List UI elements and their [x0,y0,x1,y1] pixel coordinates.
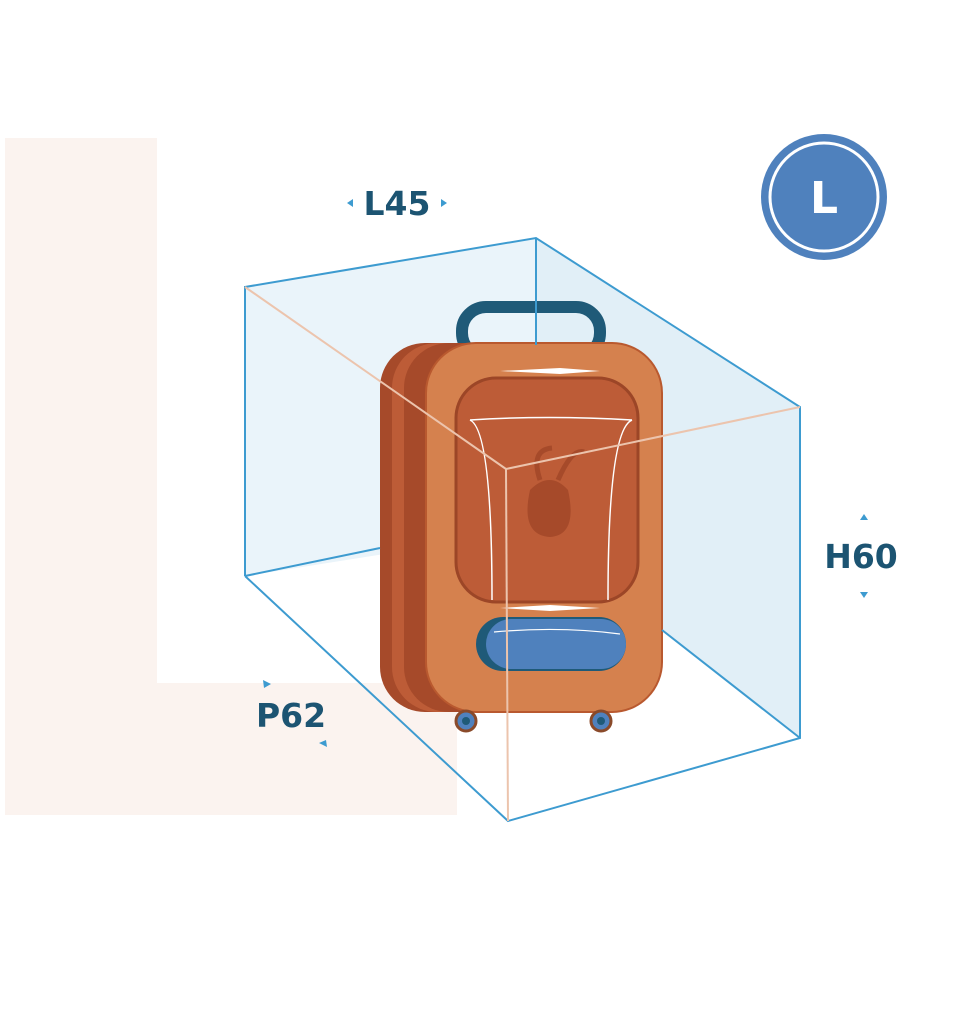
depth-label: P62 [256,696,326,735]
size-badge: L [761,134,887,260]
height-label: H60 [824,537,898,576]
dimension-box [244,236,801,823]
length-label: L45 [364,184,431,223]
size-badge-label: L [810,173,838,224]
suitcase [380,301,663,733]
dimension-arrows [263,199,868,747]
